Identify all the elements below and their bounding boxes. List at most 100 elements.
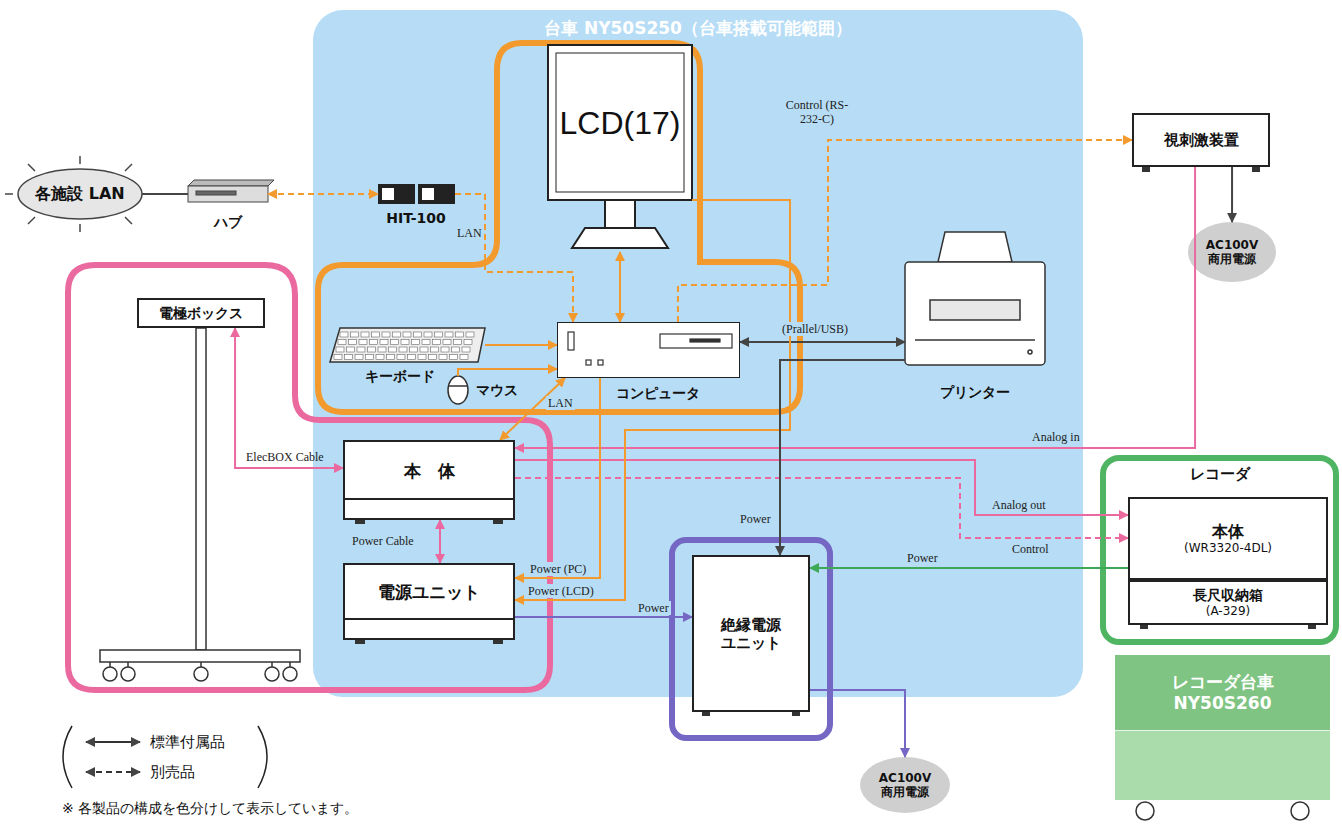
keyboard-icon bbox=[443, 340, 451, 345]
keyboard-icon bbox=[330, 328, 485, 362]
legend-slot: 標準付属品 bbox=[150, 733, 225, 751]
node-label: 台車 NY50S250（台車搭載可能範囲） bbox=[313, 18, 1083, 38]
signal-label: Power (PC) bbox=[528, 562, 588, 576]
keyboard-icon bbox=[376, 355, 384, 360]
node-label: LCD(17) bbox=[560, 104, 681, 142]
keyboard-icon bbox=[433, 340, 441, 345]
node-label: ハブ bbox=[214, 214, 242, 231]
mouse: マウス bbox=[448, 376, 468, 404]
cart-region: 台車 NY50S250（台車搭載可能範囲）HIT-100LCD(17)キーボード… bbox=[313, 10, 1083, 697]
edge-label-slot: Power bbox=[636, 601, 671, 615]
keyboard-icon bbox=[399, 347, 407, 352]
keyboard-icon bbox=[418, 355, 426, 360]
node-label: レコーダ bbox=[1103, 465, 1336, 483]
node-label: 各施設 LAN bbox=[35, 184, 125, 203]
keyboard-icon bbox=[389, 347, 397, 352]
keyboard-icon bbox=[370, 340, 378, 345]
edge-label-slot: Power bbox=[738, 512, 773, 526]
hub-icon bbox=[188, 180, 274, 186]
signal-label: Power bbox=[738, 512, 773, 526]
hit-100-icon bbox=[378, 184, 455, 204]
keyboard-icon bbox=[450, 355, 458, 360]
keyboard-icon bbox=[439, 355, 447, 360]
keyboard-icon bbox=[420, 347, 428, 352]
keyboard-icon bbox=[391, 340, 399, 345]
keyboard-icon bbox=[351, 332, 359, 337]
text-slot: レコーダ bbox=[1103, 465, 1336, 483]
keyboard-icon bbox=[368, 347, 376, 352]
keyboard-icon bbox=[361, 332, 369, 337]
node-label: 電極ボックス bbox=[159, 305, 243, 322]
lan-cloud bbox=[28, 217, 35, 224]
keyboard-icon bbox=[378, 347, 386, 352]
text-slot: 各施設 LAN bbox=[35, 184, 125, 203]
printer-icon bbox=[905, 262, 1045, 365]
connector bbox=[268, 193, 378, 195]
printer-icon bbox=[915, 339, 1035, 341]
printer-icon bbox=[905, 232, 1045, 365]
keyboard-icon bbox=[340, 332, 348, 337]
recorder-cart-base bbox=[1136, 802, 1154, 820]
computer-body bbox=[586, 360, 591, 365]
text-slot: LCD(17) bbox=[560, 104, 681, 142]
lan-cloud bbox=[79, 224, 81, 232]
stimulator-feet bbox=[1142, 167, 1260, 172]
purple-group-outline bbox=[672, 540, 830, 738]
signal-label: LAN bbox=[546, 396, 575, 410]
text-slot: 視刺激装置 bbox=[1164, 131, 1239, 149]
keyboard-icon bbox=[431, 347, 439, 352]
node-label: コンピュータ bbox=[616, 385, 700, 402]
unit-feet bbox=[493, 520, 503, 524]
power-outlet: AC100V 商用電源 bbox=[860, 757, 950, 813]
text-slot: ハブ bbox=[214, 214, 242, 231]
keyboard-icon bbox=[460, 355, 468, 360]
keyboard-icon bbox=[429, 355, 437, 360]
stimulator-box: 視刺激装置 bbox=[1132, 113, 1270, 167]
text-slot: キーボード bbox=[365, 368, 435, 385]
edge-label-slot: LAN bbox=[546, 396, 575, 410]
keyboard-icon bbox=[397, 355, 405, 360]
isolation-power-unit: 絶縁電源ユニット bbox=[692, 555, 810, 712]
keyboard-icon bbox=[412, 340, 420, 345]
keyboard-icon bbox=[456, 332, 464, 337]
electrode-box: 電極ボックス bbox=[137, 298, 265, 328]
keyboard-icon bbox=[349, 340, 357, 345]
note-text: ※ 各製品の構成を色分けして表示しています。 bbox=[62, 800, 358, 817]
connector bbox=[515, 616, 692, 618]
computer-body bbox=[598, 360, 603, 365]
connector bbox=[515, 200, 790, 600]
orange-group-outline bbox=[318, 43, 800, 412]
signal-label: LAN bbox=[455, 226, 484, 240]
node-label: AC100V 商用電源 bbox=[1197, 238, 1267, 267]
green-group-outline bbox=[1103, 458, 1336, 642]
text-slot: マウス bbox=[476, 382, 518, 399]
connector bbox=[515, 460, 1128, 515]
keyboard-icon bbox=[393, 332, 401, 337]
unit-feet bbox=[1308, 625, 1316, 629]
connector bbox=[515, 378, 600, 578]
lan-cloud bbox=[125, 217, 132, 224]
group-outline bbox=[68, 43, 1336, 738]
stimulator-feet bbox=[1142, 167, 1150, 172]
recorder-cart-base bbox=[1115, 730, 1330, 820]
node-label: 長尺収納箱 bbox=[1193, 587, 1263, 604]
unit-feet bbox=[493, 640, 503, 644]
electrode-stand bbox=[121, 667, 135, 681]
legend-text: 標準付属品 bbox=[150, 733, 225, 751]
node-label: マウス bbox=[476, 382, 518, 399]
keyboard-icon bbox=[403, 332, 411, 337]
text-slot: 本体 bbox=[1212, 522, 1244, 541]
connector bbox=[810, 690, 905, 757]
mouse-icon bbox=[448, 376, 468, 404]
electrode-stand bbox=[265, 667, 279, 681]
hit-100-icon bbox=[418, 184, 455, 204]
keyboard-icon bbox=[414, 332, 422, 337]
connector bbox=[1231, 167, 1233, 222]
recorder-cart: レコーダ台車 NY50S260 bbox=[1115, 655, 1330, 730]
computer-body bbox=[690, 339, 720, 342]
hub-icon bbox=[196, 191, 236, 195]
edge-label-slot: Power Cable bbox=[350, 534, 416, 548]
keyboard-icon bbox=[345, 355, 353, 360]
computer-body bbox=[557, 322, 740, 378]
connector bbox=[515, 478, 1128, 538]
